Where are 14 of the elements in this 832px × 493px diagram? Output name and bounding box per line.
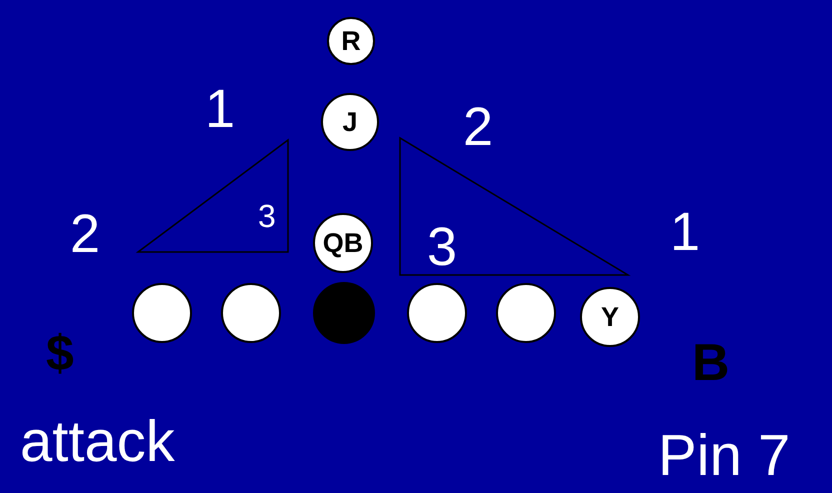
player-circle: R	[327, 17, 375, 65]
zone-number: 3	[258, 200, 276, 232]
player-circle: Y	[580, 287, 640, 347]
player-circle: J	[321, 93, 379, 151]
play-call: Pin 7	[658, 427, 790, 485]
play-name: attack	[20, 413, 175, 471]
zone-number: 2	[463, 100, 494, 154]
zone-number: 2	[70, 207, 100, 261]
zone-number: 1	[205, 82, 236, 136]
zone-number: 1	[670, 205, 700, 259]
player-mark: $	[46, 328, 74, 378]
player-circle: QB	[313, 213, 373, 273]
zone-number: 3	[427, 220, 458, 274]
player-mark: B	[692, 337, 730, 389]
